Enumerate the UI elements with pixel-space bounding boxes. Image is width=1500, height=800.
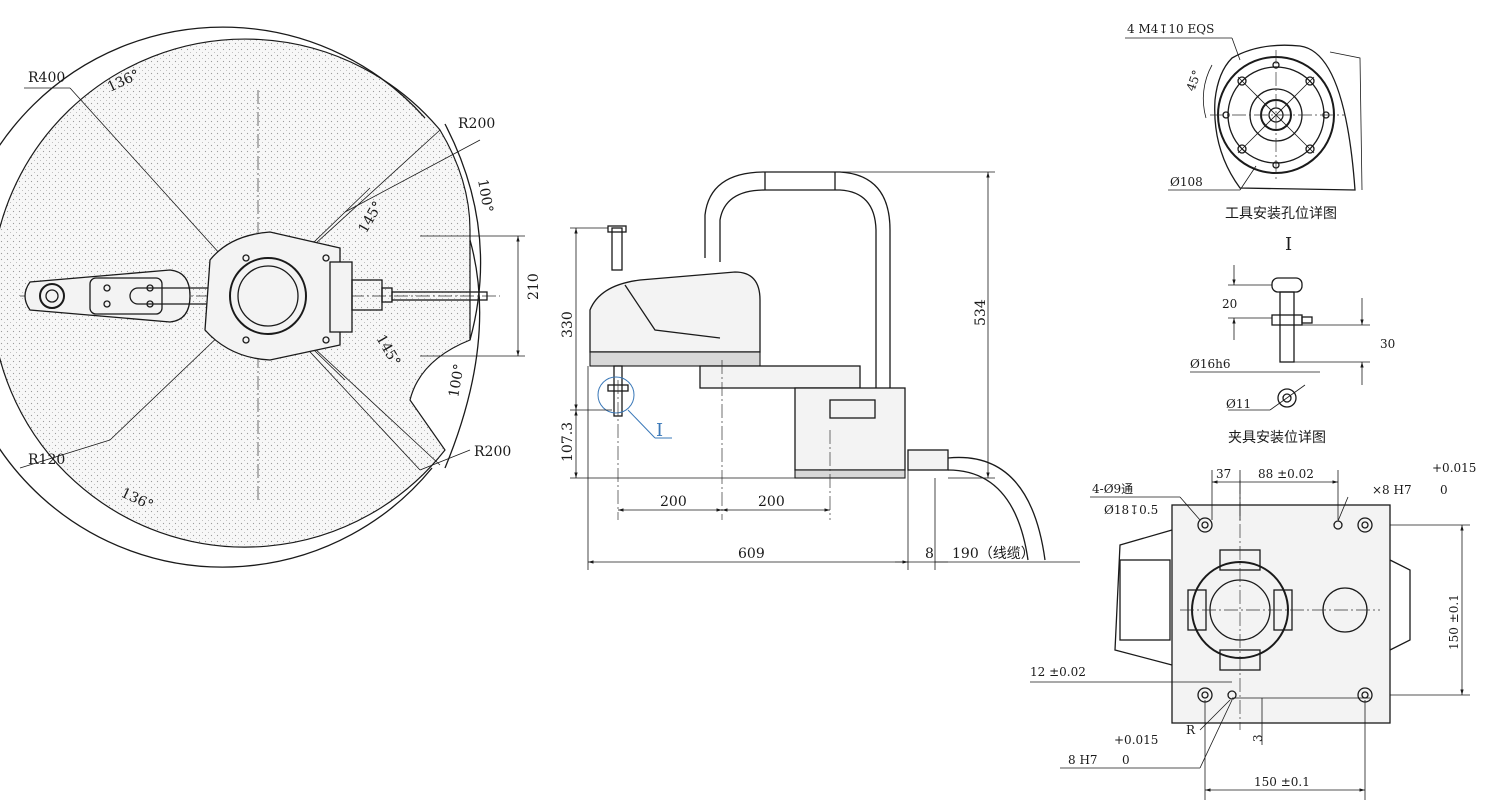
label-base-tol-upper: +0.015: [1432, 461, 1476, 475]
top-view: [0, 26, 525, 568]
label-base-radius: R: [1186, 723, 1196, 737]
label-r200-top: R200: [458, 116, 495, 132]
label-dim-200-left: 200: [660, 494, 687, 510]
label-base-tol-lower: 0: [1440, 483, 1448, 497]
tool-detail-view: [1125, 37, 1363, 191]
label-fixture-dia11: Ø11: [1226, 397, 1251, 411]
label-dim-200-right: 200: [758, 494, 785, 510]
label-r120: R120: [28, 452, 65, 468]
label-fixture-30: 30: [1380, 337, 1395, 351]
label-base-tol-upper-2: +0.015: [1114, 733, 1158, 747]
fixture-detail-mark: I: [1285, 234, 1292, 255]
base-view: [1030, 470, 1470, 800]
label-dim-210: 210: [526, 273, 542, 300]
label-dim-534: 534: [973, 299, 989, 326]
label-dim-107: 107.3: [560, 422, 576, 462]
label-angle-100-bottom: 100°: [446, 363, 468, 399]
label-base-pin-dia-2: 8 H7: [1068, 753, 1098, 767]
label-dim-8: 8: [925, 546, 934, 562]
label-angle-100-top: 100°: [474, 178, 496, 214]
label-base-88: 88 ±0.02: [1258, 467, 1314, 481]
side-view: [570, 171, 1080, 570]
label-fixture-dia16: Ø16h6: [1190, 357, 1230, 371]
label-dim-330: 330: [560, 311, 576, 338]
label-base-counterbore: Ø18↧0.5: [1104, 503, 1158, 517]
fixture-detail-caption: 夹具安装位详图: [1228, 430, 1326, 446]
label-dim-609: 609: [738, 546, 765, 562]
label-base-150-vertical: 150 ±0.1: [1447, 594, 1461, 650]
label-fixture-20: 20: [1222, 297, 1237, 311]
label-tool-diameter-108: Ø108: [1170, 175, 1203, 189]
label-tool-holes: 4 M4↧10 EQS: [1127, 22, 1214, 36]
label-tool-angle-45: 45°: [1184, 68, 1204, 93]
label-r400: R400: [28, 70, 65, 86]
detail-mark-i: I: [656, 420, 663, 441]
label-base-pin-dia: ×8 H7: [1372, 483, 1412, 497]
tool-detail-caption: 工具安装孔位详图: [1225, 206, 1337, 222]
label-base-tol-lower-2: 0: [1122, 753, 1130, 767]
label-dim-190: 190（线缆）: [952, 546, 1035, 562]
label-r200-bottom: R200: [474, 444, 511, 460]
label-base-holes: 4-Ø9通: [1092, 482, 1133, 496]
label-base-3: 3: [1251, 734, 1265, 742]
label-base-37: 37: [1216, 467, 1231, 481]
label-base-12: 12 ±0.02: [1030, 665, 1086, 679]
fixture-detail-view: [1190, 265, 1370, 411]
label-base-150-horizontal: 150 ±0.1: [1254, 775, 1310, 789]
